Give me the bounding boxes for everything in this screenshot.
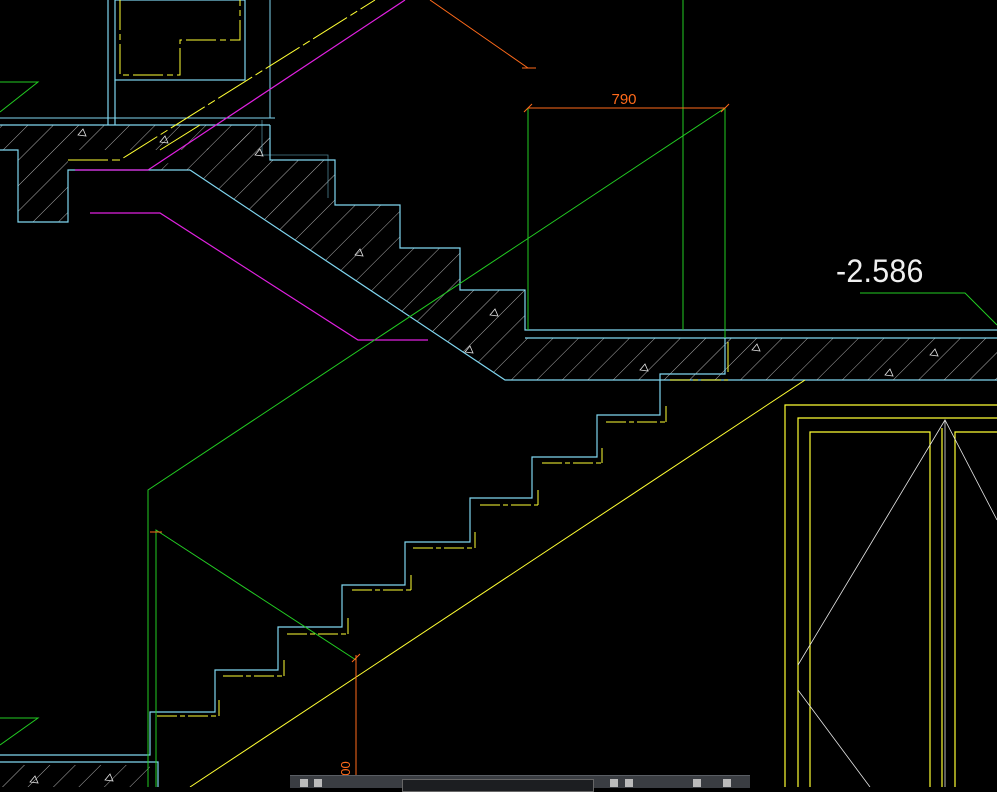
command-input[interactable] <box>402 779 594 792</box>
upper-wall-column <box>107 0 271 125</box>
elevation-label: -2.586 <box>836 253 923 289</box>
settings-icon[interactable] <box>314 779 322 787</box>
command-bar[interactable] <box>290 775 750 792</box>
door-frame <box>784 404 997 787</box>
search-icon[interactable] <box>610 779 618 787</box>
guide-lines <box>147 0 997 787</box>
handrail-magenta <box>75 0 428 341</box>
concrete-symbols <box>29 128 939 784</box>
window-icon[interactable] <box>723 779 731 787</box>
layout-icon[interactable] <box>693 779 701 787</box>
command-icon[interactable] <box>300 779 308 787</box>
grid-icon[interactable] <box>625 779 633 787</box>
handrail-yellow-upper <box>68 0 376 161</box>
dimension-790 <box>150 0 730 787</box>
door-swing-lines <box>797 419 997 787</box>
mid-floor-slab <box>505 337 997 380</box>
lower-stair-flight <box>0 338 806 787</box>
dimension-text-790: 790 <box>611 91 636 108</box>
